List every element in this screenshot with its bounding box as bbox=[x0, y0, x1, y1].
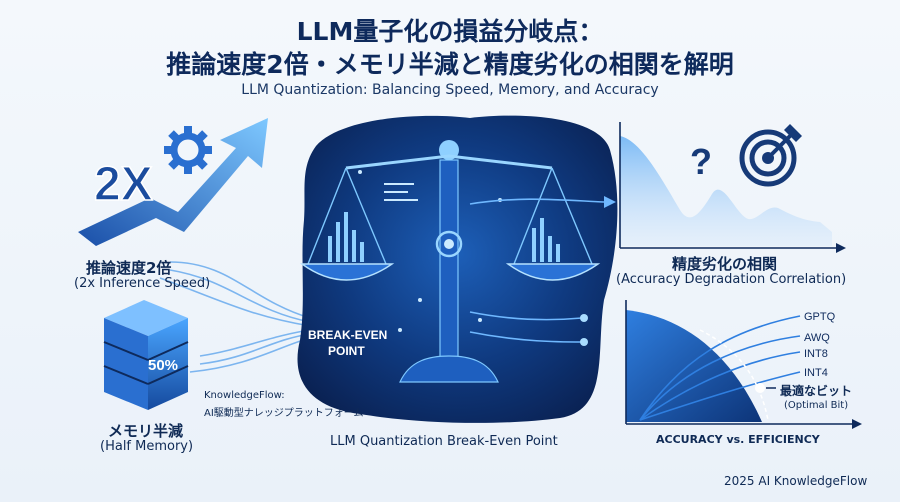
axis-caption: ACCURACY vs. EFFICIENCY bbox=[656, 433, 820, 446]
stacked-layers-icon: 50% bbox=[103, 300, 189, 410]
optimal-label-ja: 最適なビット bbox=[780, 384, 853, 398]
accuracy-label-en: (Accuracy Degradation Correlation) bbox=[616, 272, 847, 287]
brand-line-2: AI駆動型ナレッジプラットフォーム bbox=[204, 408, 364, 419]
memory-percent: 50% bbox=[148, 357, 178, 374]
brand-line-1: KnowledgeFlow: bbox=[204, 390, 285, 401]
method-gptq: GPTQ bbox=[804, 311, 836, 323]
target-icon bbox=[739, 124, 802, 187]
arrow-up-icon bbox=[78, 118, 268, 246]
speed-label-ja: 推論速度2倍 bbox=[86, 259, 172, 277]
footer: 2025 AI KnowledgeFlow bbox=[724, 474, 868, 488]
breakeven-line-1: BREAK-EVEN bbox=[308, 328, 387, 342]
memory-label-en: (Half Memory) bbox=[100, 439, 194, 454]
speed-label-en: (2x Inference Speed) bbox=[74, 276, 211, 291]
title-line-2: 推論速度2倍・メモリ半減と精度劣化の相関を解明 bbox=[166, 50, 734, 79]
speed-badge: 2X bbox=[94, 158, 153, 211]
question-icon: ? bbox=[690, 141, 712, 182]
flow-lines-right bbox=[469, 198, 605, 343]
subtitle: LLM Quantization: Balancing Speed, Memor… bbox=[241, 82, 659, 98]
tradeoff-chart bbox=[625, 300, 862, 429]
scale-icon bbox=[299, 140, 601, 383]
memory-label-ja: メモリ半減 bbox=[108, 422, 184, 440]
center-caption: LLM Quantization Break-Even Point bbox=[330, 434, 558, 449]
accuracy-chart: ? bbox=[619, 122, 846, 253]
gear-icon bbox=[164, 126, 212, 174]
breakeven-line-2: POINT bbox=[328, 344, 365, 358]
method-int4: INT4 bbox=[804, 367, 828, 379]
speed-graphic: 2X bbox=[78, 118, 268, 246]
optimal-label-en: (Optimal Bit) bbox=[784, 400, 849, 411]
method-int8: INT8 bbox=[804, 348, 828, 360]
title-line-1: LLM量子化の損益分岐点： bbox=[296, 17, 604, 46]
method-awq: AWQ bbox=[804, 332, 830, 344]
accuracy-label-ja: 精度劣化の相関 bbox=[672, 255, 778, 273]
